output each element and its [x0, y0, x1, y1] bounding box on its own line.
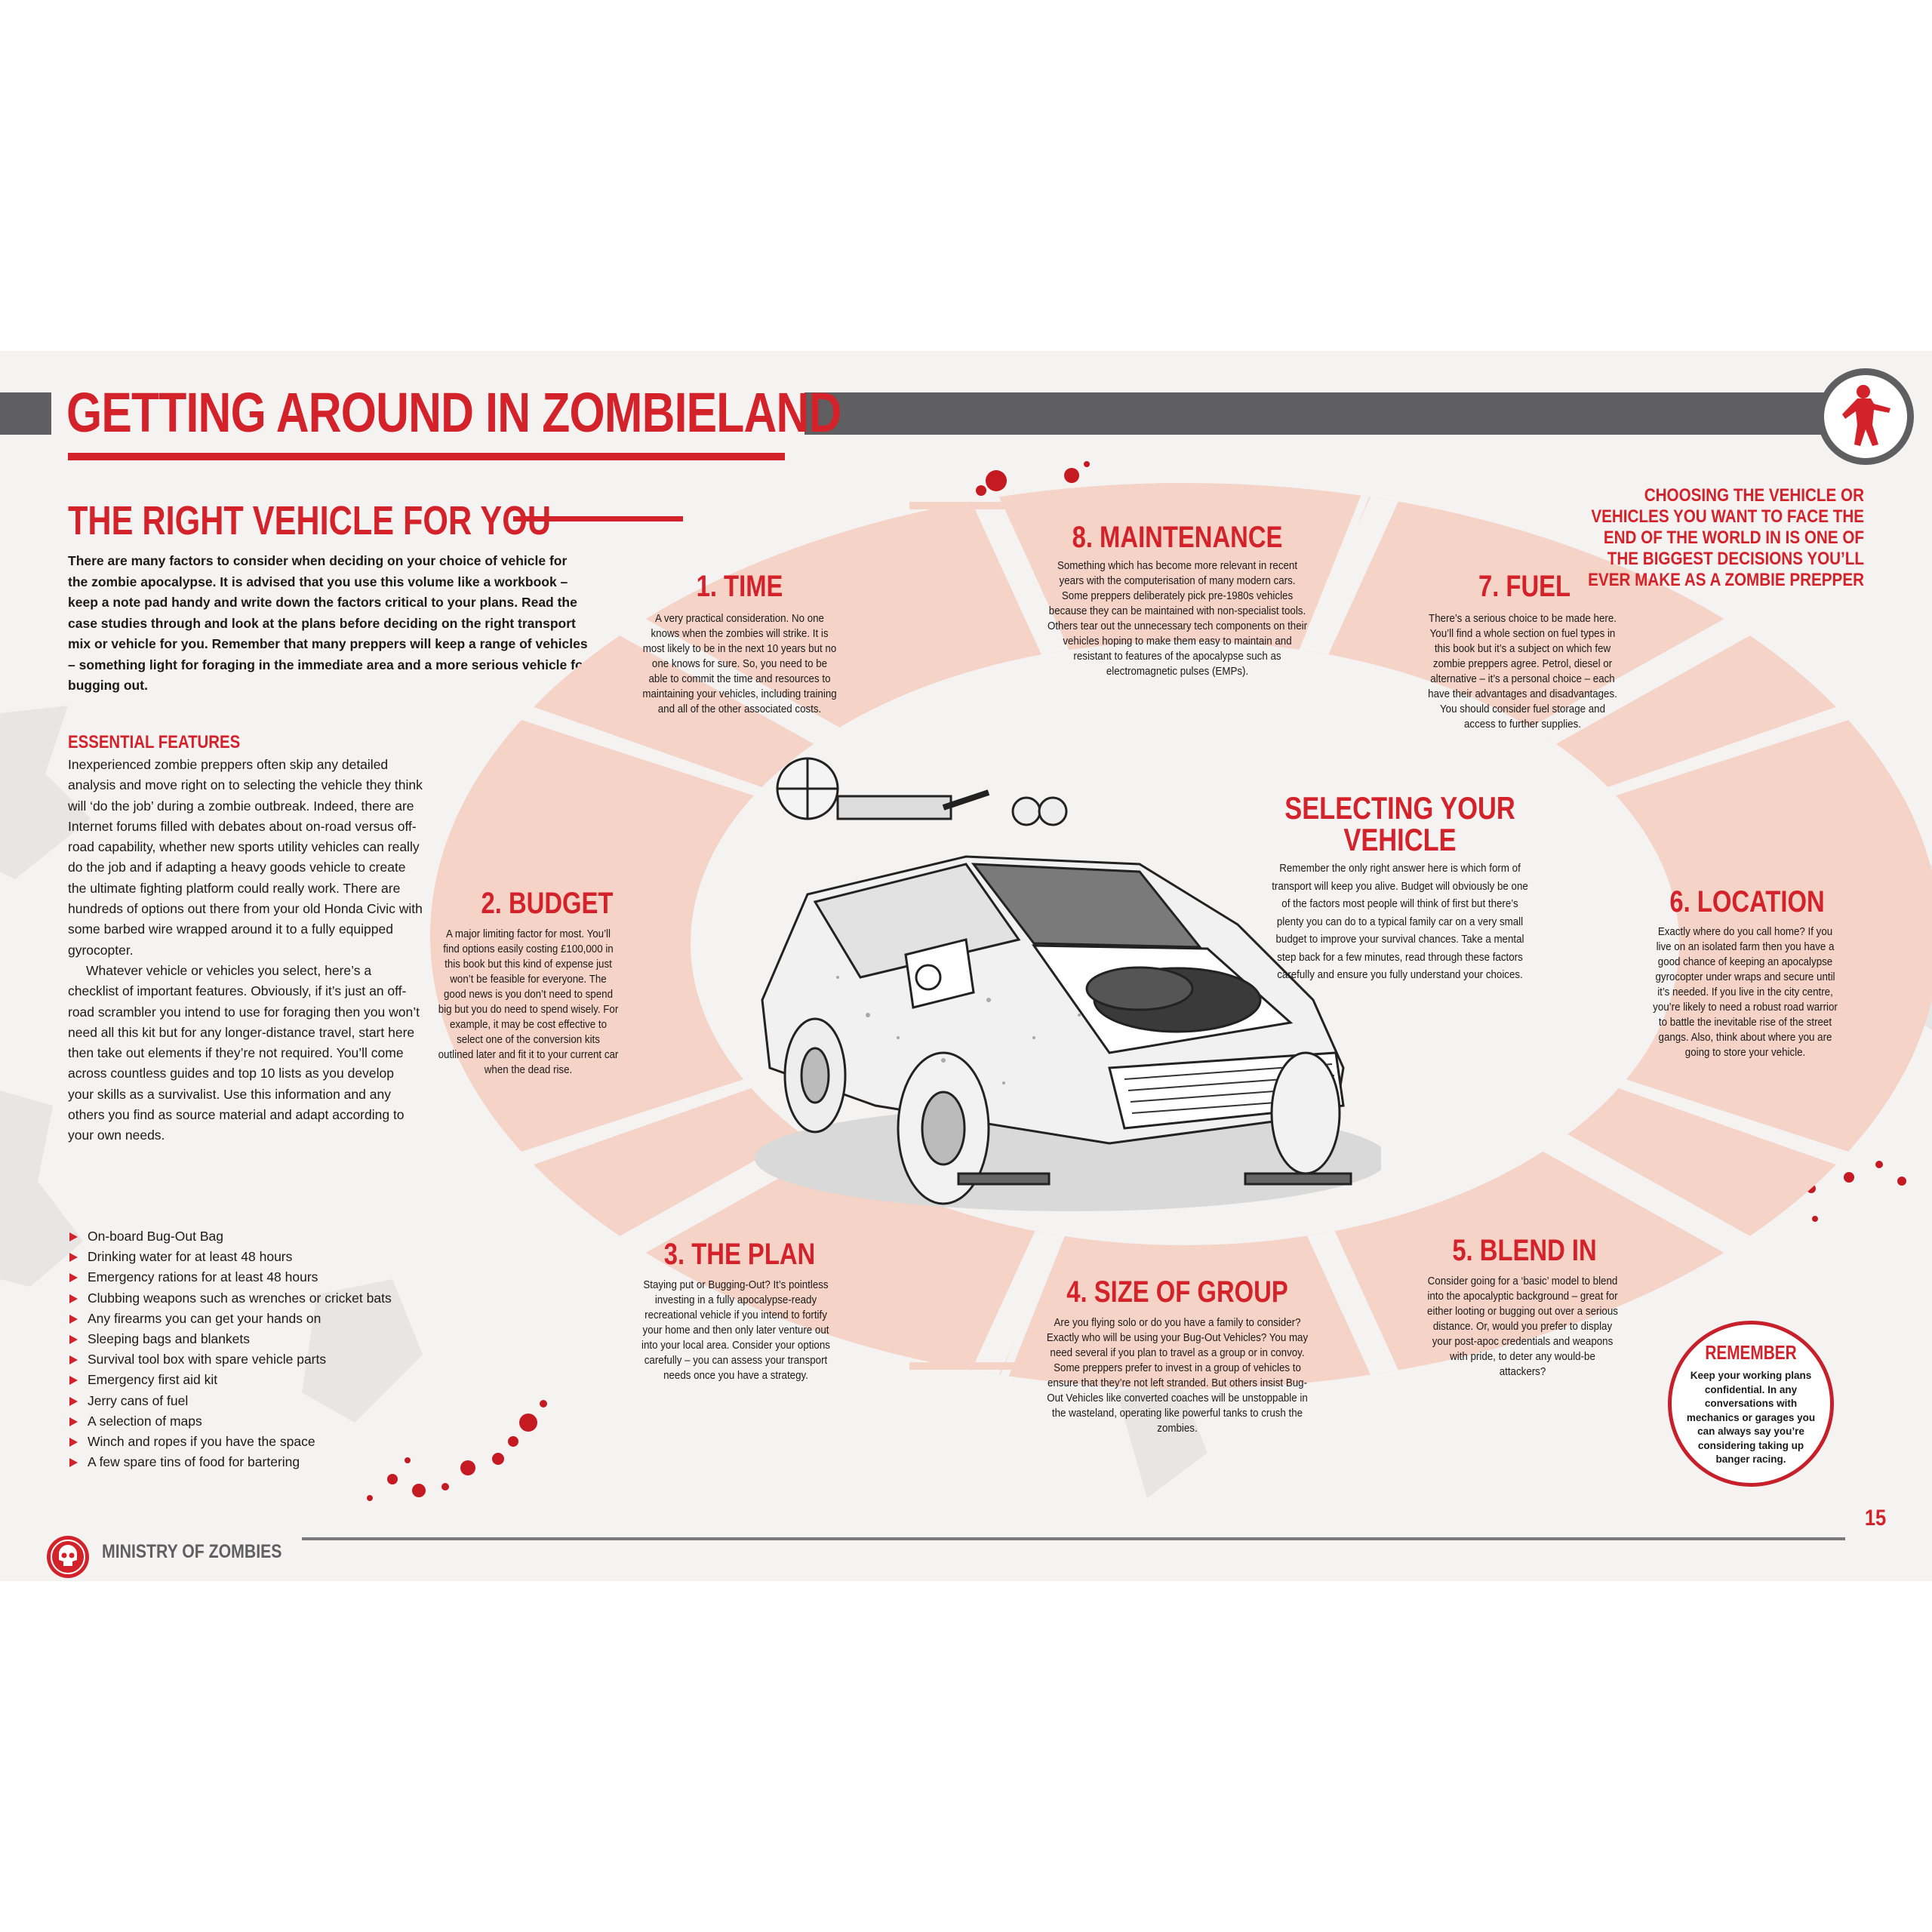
segment-budget-title: 2. BUDGET: [481, 887, 614, 920]
list-item: Jerry cans of fuel: [68, 1391, 491, 1411]
features-heading: ESSENTIAL FEATURES: [68, 732, 241, 752]
center-text: Remember the only right answer here is w…: [1272, 863, 1528, 981]
bullet-arrow-icon: [69, 1396, 78, 1406]
bullet-arrow-icon: [69, 1253, 78, 1263]
bullet-arrow-icon: [69, 1376, 78, 1386]
features-paragraph: Whatever vehicle or vehicles you select,…: [68, 962, 420, 1143]
list-item: Drinking water for at least 48 hours: [68, 1247, 491, 1267]
page-number: 15: [1864, 1506, 1887, 1531]
segment-location-title: 6. LOCATION: [1669, 885, 1825, 918]
checklist: On-board Bug-Out Bag Drinking water for …: [68, 1226, 491, 1472]
list-item: Clubbing weapons such as wrenches or cri…: [68, 1288, 491, 1309]
segment-size-of-group-text: Are you flying solo or do you have a fam…: [1046, 1317, 1309, 1435]
list-item: A selection of maps: [68, 1411, 491, 1432]
features-paragraph: Inexperienced zombie preppers often skip…: [68, 757, 423, 958]
bullet-arrow-icon: [69, 1273, 78, 1283]
segment-time-title: 1. TIME: [696, 570, 783, 603]
vehicle-illustration: [755, 757, 1381, 1211]
list-item: Sleeping bags and blankets: [68, 1329, 491, 1349]
segment-budget-text: A major limiting factor for most. You’ll…: [438, 928, 619, 1076]
list-item: Winch and ropes if you have the space: [68, 1432, 491, 1452]
segment-maintenance-text: Something which has become more relevant…: [1047, 560, 1308, 678]
list-item: Emergency first aid kit: [68, 1370, 491, 1390]
remember-text: Keep your working plans confidential. In…: [1686, 1370, 1816, 1465]
segment-maintenance-title: 8. MAINTENANCE: [1072, 521, 1283, 554]
intro-paragraph: There are many factors to consider when …: [68, 553, 589, 693]
title-underline: [68, 453, 785, 460]
segment-blend-in-text: Consider going for a ‘basic’ model to bl…: [1427, 1275, 1618, 1378]
segment-maintenance: [891, 483, 1479, 936]
bullet-arrow-icon: [69, 1314, 78, 1324]
zombie-icon: [1842, 385, 1890, 446]
segment-fuel-title: 7. FUEL: [1478, 570, 1571, 603]
segment-plan-text: Staying put or Bugging-Out? It’s pointle…: [641, 1279, 830, 1382]
subtitle-rule: [513, 516, 683, 521]
bullet-arrow-icon: [69, 1294, 78, 1303]
page-spread: GETTING AROUND IN ZOMBIELAND THE RIGHT V…: [0, 351, 1932, 1581]
skull-logo-icon: [47, 1536, 89, 1578]
segment-blend-in-title: 5. BLEND IN: [1452, 1234, 1597, 1267]
segment-location-text: Exactly where do you call home? If you l…: [1653, 926, 1838, 1059]
bullet-arrow-icon: [69, 1232, 78, 1241]
list-item: Any firearms you can get your hands on: [68, 1309, 491, 1329]
segment-size-of-group: [891, 936, 1479, 1389]
title-bar-left: [0, 392, 51, 435]
remember-badge: REMEMBER Keep your working plans confide…: [1668, 1321, 1834, 1487]
bullet-arrow-icon: [69, 1438, 78, 1447]
remember-title: REMEMBER: [1705, 1341, 1797, 1364]
list-item: On-board Bug-Out Bag: [68, 1226, 491, 1247]
factor-wheel: [429, 483, 1932, 1389]
bullet-arrow-icon: [69, 1417, 78, 1426]
footer-rule: [302, 1537, 1845, 1540]
list-item: Emergency rations for at least 48 hours: [68, 1267, 491, 1287]
segment-size-of-group-title: 4. SIZE OF GROUP: [1066, 1275, 1288, 1309]
center-title: SELECTING YOUR VEHICLE: [1284, 790, 1515, 857]
bullet-arrow-icon: [69, 1355, 78, 1365]
bullet-arrow-icon: [69, 1335, 78, 1345]
footer-label: MINISTRY OF ZOMBIES: [102, 1541, 282, 1562]
title-bar-right: [804, 392, 1838, 435]
features-body: Inexperienced zombie preppers often skip…: [68, 755, 423, 1146]
segment-time-text: A very practical consideration. No one k…: [642, 613, 837, 715]
segment-fuel-text: There’s a serious choice to be made here…: [1428, 613, 1617, 731]
segment-plan-title: 3. THE PLAN: [663, 1238, 816, 1271]
section-subtitle: THE RIGHT VEHICLE FOR YOU: [68, 498, 552, 543]
page-title: GETTING AROUND IN ZOMBIELAND: [66, 381, 841, 444]
zombie-badge: [1817, 368, 1914, 465]
bullet-arrow-icon: [69, 1458, 78, 1468]
list-item: A few spare tins of food for bartering: [68, 1452, 491, 1472]
callout-quote: CHOOSING THE VEHICLE OR VEHICLES YOU WAN…: [1588, 485, 1864, 590]
list-item: Survival tool box with spare vehicle par…: [68, 1349, 491, 1370]
